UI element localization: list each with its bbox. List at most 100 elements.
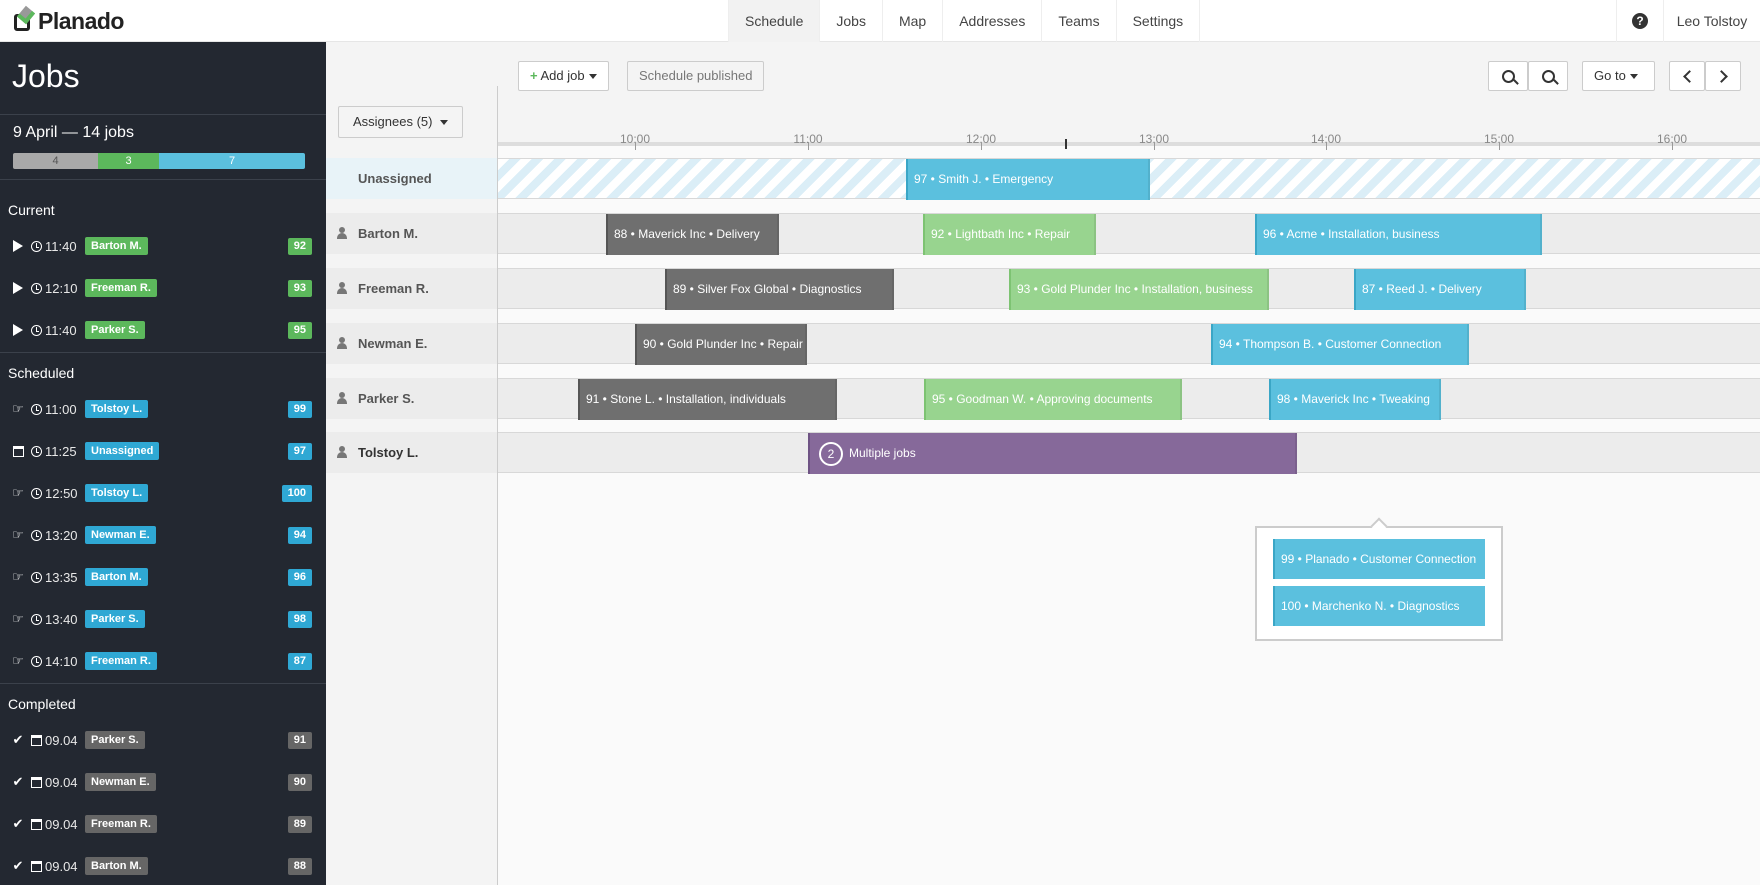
clock-icon bbox=[31, 571, 42, 583]
assignee-name: Tolstoy L. bbox=[358, 445, 419, 460]
previous-button[interactable] bbox=[1669, 61, 1705, 91]
assignee-name: Barton M. bbox=[358, 226, 418, 241]
nav-settings[interactable]: Settings bbox=[1115, 0, 1201, 42]
lane-label: Parker S. bbox=[326, 378, 498, 419]
job-row[interactable]: ☞ 11:00 Tolstoy L. 99 bbox=[0, 396, 326, 422]
logo-text: Planado bbox=[38, 7, 124, 34]
assignee-badge: Tolstoy L. bbox=[85, 484, 149, 502]
nav-schedule[interactable]: Schedule bbox=[728, 0, 820, 42]
user-menu[interactable]: Leo Tolstoy bbox=[1663, 0, 1760, 42]
assignee-badge: Freeman R. bbox=[85, 652, 157, 670]
chevron-left-icon bbox=[1682, 70, 1696, 83]
job-block[interactable]: 93 • Gold Plunder Inc • Installation, bu… bbox=[1009, 269, 1269, 310]
calendar-icon bbox=[31, 734, 42, 746]
nav-jobs[interactable]: Jobs bbox=[819, 0, 882, 42]
nav-map[interactable]: Map bbox=[881, 0, 942, 42]
hour-label: 15:00 bbox=[1483, 132, 1515, 146]
job-row[interactable]: 12:10 Freeman R. 93 bbox=[0, 275, 326, 301]
job-row[interactable]: ☞ 12:50 Tolstoy L. 100 bbox=[0, 480, 326, 506]
job-row[interactable]: 11:40 Barton M. 92 bbox=[0, 233, 326, 259]
clock-icon bbox=[31, 487, 42, 499]
job-block[interactable]: 91 • Stone L. • Installation, individual… bbox=[578, 379, 837, 420]
job-time: 11:40 bbox=[45, 322, 77, 338]
assignee-badge: Barton M. bbox=[85, 568, 148, 586]
hour-label: 16:00 bbox=[1656, 132, 1688, 146]
lane-track: 90 • Gold Plunder Inc • Repair 94 • Thom… bbox=[498, 323, 1760, 365]
add-job-button[interactable]: + Add job bbox=[518, 61, 609, 91]
hour-label: 11:00 bbox=[793, 132, 823, 146]
assignee-badge: Unassigned bbox=[85, 442, 160, 460]
clock-icon bbox=[31, 324, 42, 336]
nav-teams[interactable]: Teams bbox=[1041, 0, 1115, 42]
divider bbox=[0, 179, 326, 180]
job-date: 09.04 bbox=[45, 732, 78, 748]
job-row[interactable]: ✔ 09.04 Parker S. 91 bbox=[0, 727, 326, 753]
assignee-badge: Parker S. bbox=[85, 610, 145, 628]
job-row[interactable]: ☞ 13:40 Parker S. 98 bbox=[0, 606, 326, 632]
check-icon: ✔ bbox=[12, 816, 24, 831]
job-block[interactable]: 97 • Smith J. • Emergency bbox=[906, 159, 1150, 200]
help-button[interactable]: ? bbox=[1616, 0, 1663, 42]
hour-label: 13:00 bbox=[1138, 132, 1170, 146]
job-block[interactable]: 98 • Maverick Inc • Tweaking bbox=[1269, 379, 1441, 420]
hour-tick bbox=[1154, 142, 1155, 150]
lane-label: Freeman R. bbox=[326, 268, 498, 309]
job-time: 11:00 bbox=[45, 401, 77, 417]
lane-barton: Barton M. 88 • Maverick Inc • Delivery 9… bbox=[326, 213, 1760, 255]
job-block[interactable]: 89 • Silver Fox Global • Diagnostics bbox=[665, 269, 894, 310]
person-icon bbox=[337, 227, 347, 239]
hour-tick bbox=[981, 142, 982, 150]
job-id-badge: 89 bbox=[287, 815, 312, 833]
plus-icon: + bbox=[530, 68, 538, 83]
job-row[interactable]: ✔ 09.04 Freeman R. 89 bbox=[0, 811, 326, 837]
section-completed: Completed bbox=[8, 696, 76, 712]
assignees-dropdown[interactable]: Assignees (5) bbox=[338, 106, 464, 138]
job-block[interactable]: 92 • Lightbath Inc • Repair bbox=[923, 214, 1096, 255]
top-bar: Planado Schedule Jobs Map Addresses Team… bbox=[0, 0, 1760, 42]
thumbs-up-icon: ☞ bbox=[12, 401, 24, 416]
calendar-icon bbox=[31, 818, 42, 830]
logo-check-icon bbox=[12, 5, 36, 34]
job-block[interactable]: 90 • Gold Plunder Inc • Repair bbox=[635, 324, 807, 365]
zoom-out-button[interactable] bbox=[1488, 61, 1528, 91]
go-to-dropdown[interactable]: Go to bbox=[1582, 61, 1655, 91]
job-block[interactable]: 88 • Maverick Inc • Delivery bbox=[606, 214, 779, 255]
next-button[interactable] bbox=[1705, 61, 1741, 91]
lane-label: Barton M. bbox=[326, 213, 498, 254]
schedule-published-button[interactable]: Schedule published bbox=[627, 61, 765, 91]
assignee-badge: Barton M. bbox=[85, 237, 148, 255]
job-row[interactable]: ☞ 13:20 Newman E. 94 bbox=[0, 522, 326, 548]
job-row[interactable]: 11:40 Parker S. 95 bbox=[0, 317, 326, 343]
planado-logo[interactable]: Planado bbox=[12, 5, 124, 34]
assignee-name: Newman E. bbox=[358, 336, 428, 351]
person-icon bbox=[337, 282, 347, 294]
clock-icon bbox=[31, 613, 42, 625]
current-time-marker bbox=[1065, 139, 1067, 149]
check-icon: ✔ bbox=[12, 732, 24, 747]
popover-job[interactable]: 100 • Marchenko N. • Diagnostics bbox=[1273, 586, 1485, 626]
jobs-progress-bar: 4 3 7 bbox=[13, 153, 305, 169]
lane-unassigned: Unassigned 97 • Smith J. • Emergency bbox=[326, 158, 1760, 200]
nav-addresses[interactable]: Addresses bbox=[942, 0, 1041, 42]
go-to-label: Go to bbox=[1594, 68, 1626, 83]
job-date: 09.04 bbox=[45, 774, 78, 790]
job-block[interactable]: 96 • Acme • Installation, business bbox=[1255, 214, 1542, 255]
assignee-badge: Freeman R. bbox=[85, 279, 157, 297]
job-row[interactable]: ☞ 13:35 Barton M. 96 bbox=[0, 564, 326, 590]
zoom-in-button[interactable] bbox=[1528, 61, 1568, 91]
job-count-badge: 2 bbox=[819, 441, 843, 466]
popover-job[interactable]: 99 • Planado • Customer Connection bbox=[1273, 539, 1485, 579]
job-row[interactable]: ✔ 09.04 Barton M. 88 bbox=[0, 853, 326, 879]
assignee-badge: Parker S. bbox=[85, 731, 145, 749]
lane-track: 89 • Silver Fox Global • Diagnostics 93 … bbox=[498, 268, 1760, 310]
job-row[interactable]: ✔ 09.04 Newman E. 90 bbox=[0, 769, 326, 795]
job-block[interactable]: 95 • Goodman W. • Approving documents bbox=[924, 379, 1182, 420]
job-time: 11:25 bbox=[45, 443, 77, 459]
zoom-out-icon bbox=[1501, 70, 1515, 84]
job-id-badge: 90 bbox=[287, 773, 312, 791]
job-block[interactable]: 94 • Thompson B. • Customer Connection bbox=[1211, 324, 1469, 365]
job-row[interactable]: 11:25 Unassigned 97 bbox=[0, 438, 326, 464]
job-row[interactable]: ☞ 14:10 Freeman R. 87 bbox=[0, 648, 326, 674]
job-block[interactable]: 87 • Reed J. • Delivery bbox=[1354, 269, 1526, 310]
